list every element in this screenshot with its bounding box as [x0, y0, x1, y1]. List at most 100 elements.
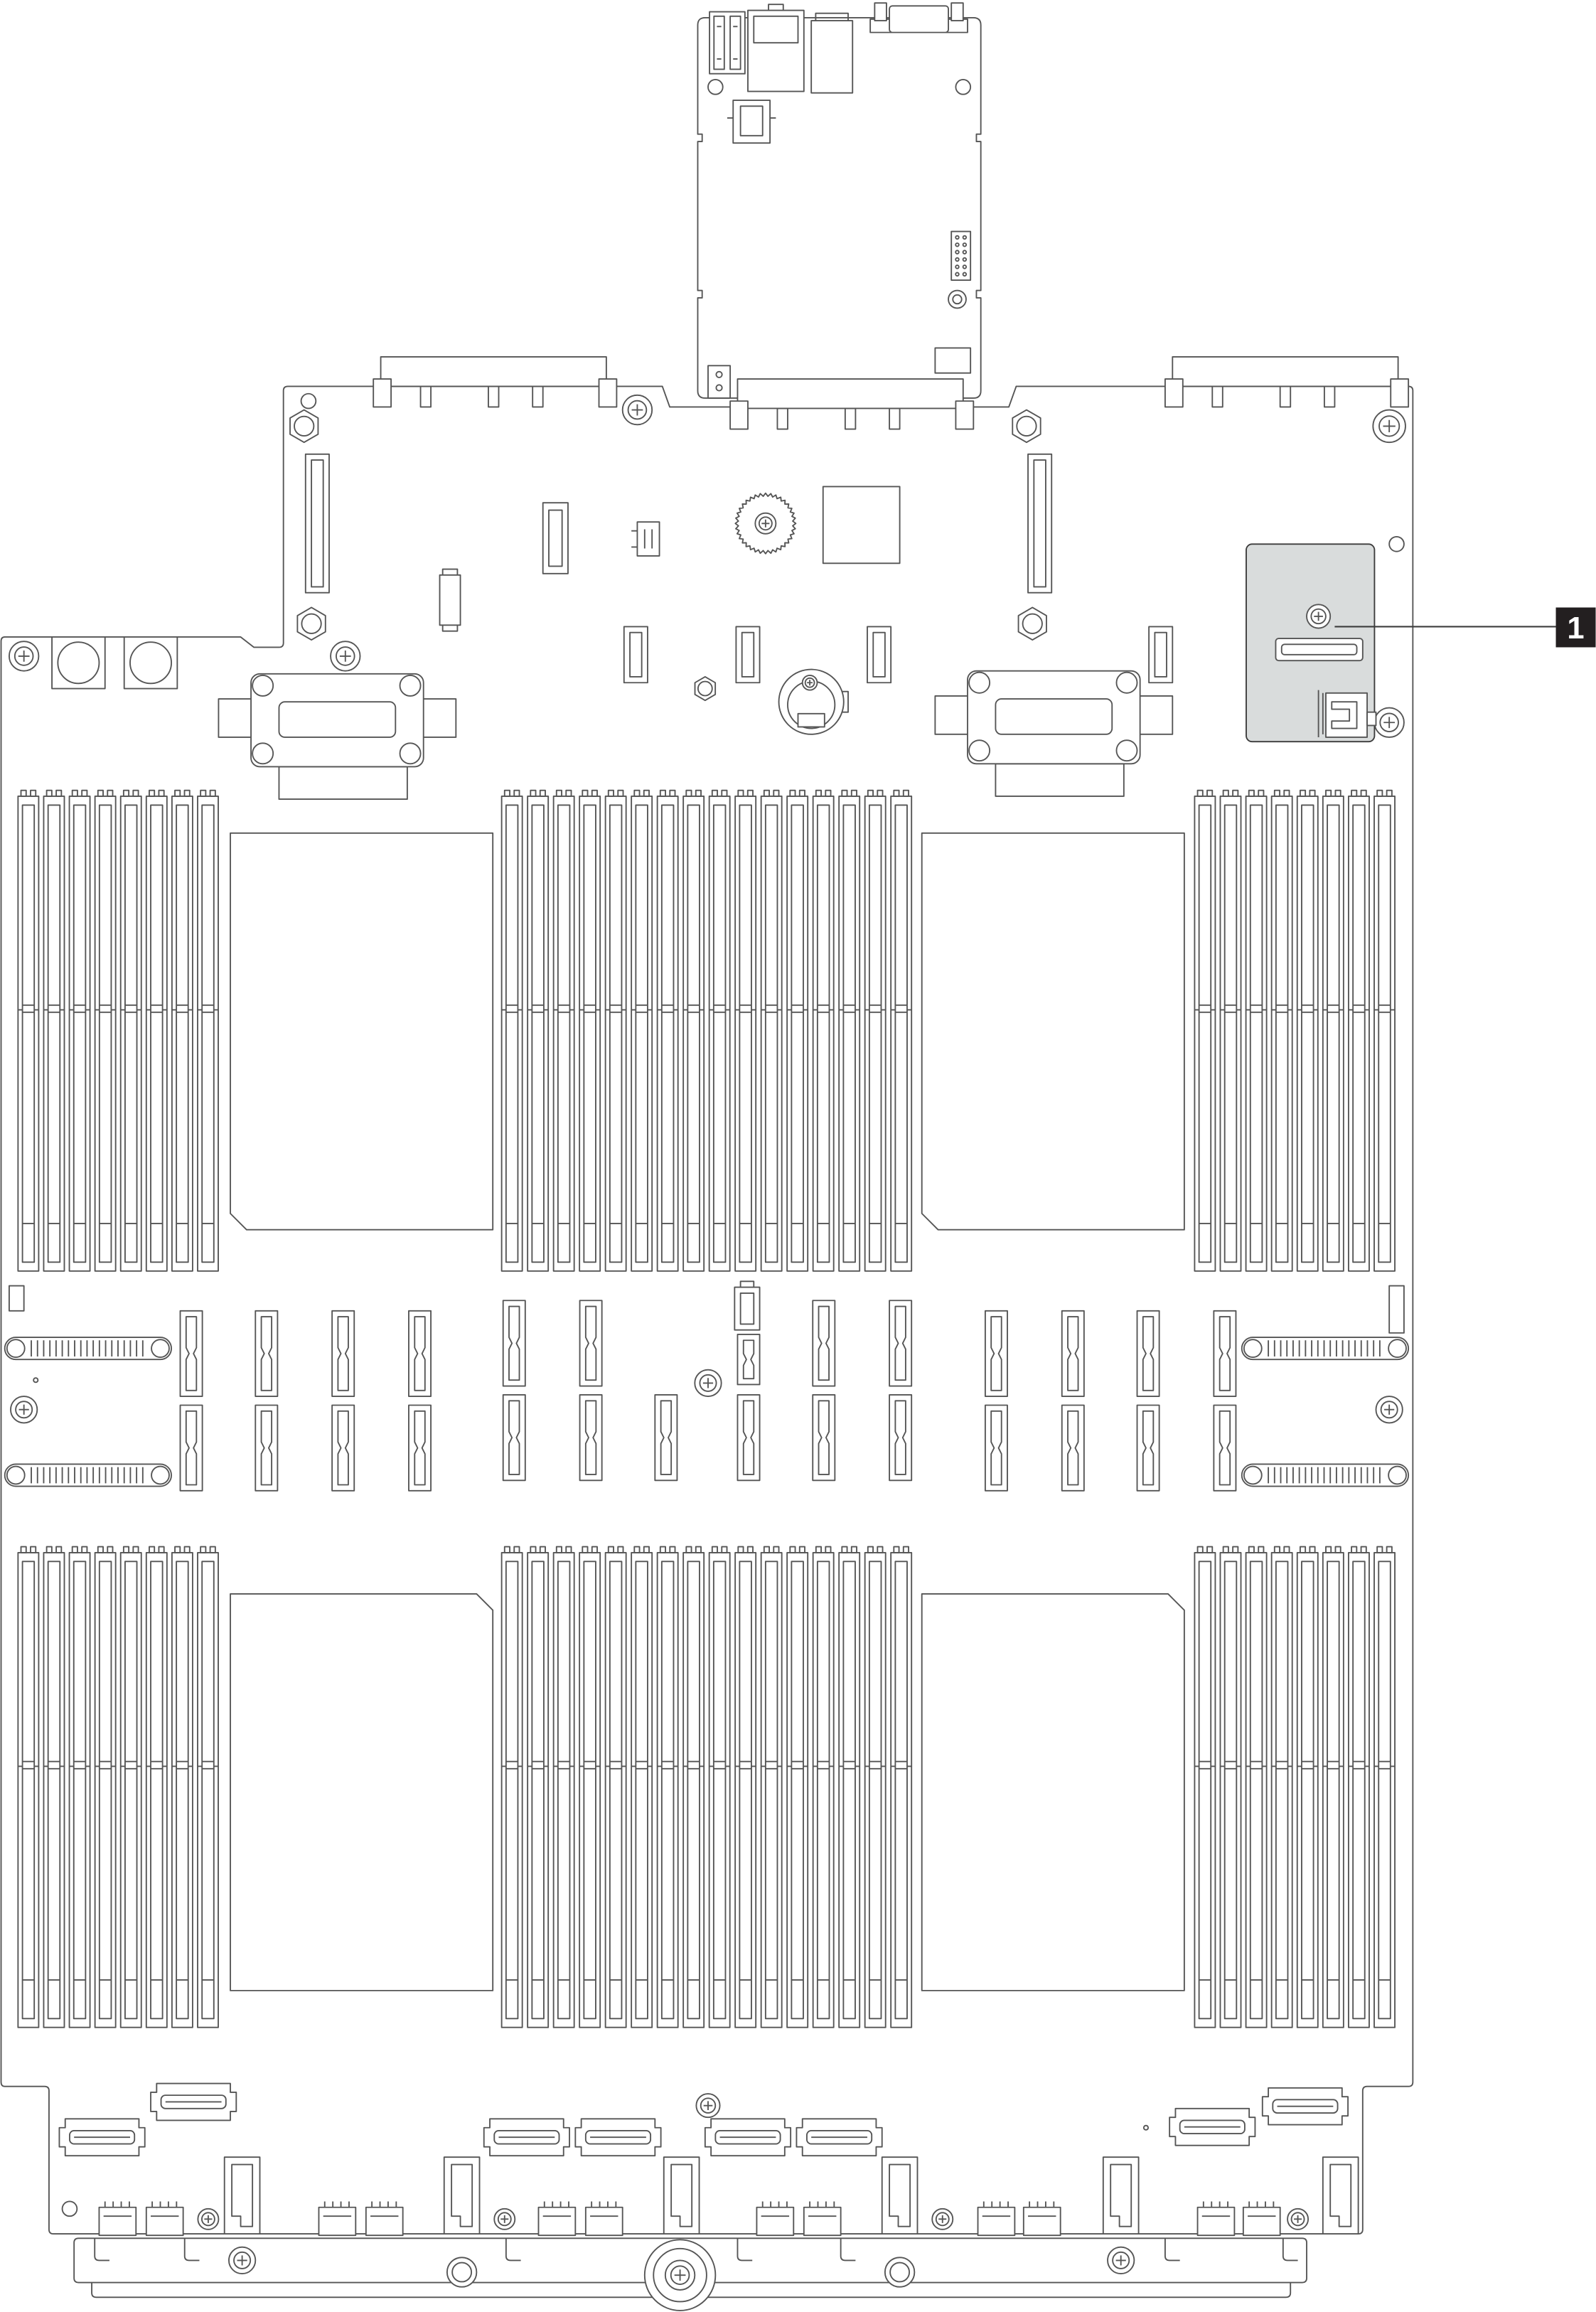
dimm-latch [107, 1546, 114, 1553]
dimm-notch [631, 1765, 653, 1981]
screw [1287, 2207, 1310, 2230]
riser-connector-tooth [532, 385, 544, 408]
dimm-slot [760, 1546, 783, 2028]
dimm-notch [735, 1765, 756, 1981]
dimm-slot-channel [894, 804, 908, 1263]
dimm-key [661, 1760, 674, 1770]
connector-slot [894, 1400, 906, 1475]
pcie-connector [889, 1394, 913, 1482]
dimm-slot [552, 1546, 575, 2028]
dimm-notch [501, 1765, 523, 1981]
dimm-slot [197, 789, 219, 1272]
dimm-key [869, 1004, 882, 1013]
dimm-latch [539, 1546, 546, 1553]
dimm-latch [633, 1546, 641, 1553]
bracket-hole [446, 2257, 478, 2288]
dimm-slot-channel [1249, 1561, 1263, 2020]
dimm-key [1327, 1004, 1339, 1013]
dimm-notch [683, 1009, 705, 1224]
cmos-battery-holder [778, 668, 845, 735]
fan-connector-body [1196, 2206, 1236, 2237]
dimm-slot-body [708, 1551, 731, 2028]
dimm-key [99, 1004, 112, 1013]
dimm-key [765, 1760, 778, 1770]
dimm-latch [695, 1546, 702, 1553]
connector-slot [660, 1400, 673, 1475]
dimm-latch [721, 1546, 728, 1553]
highlighted-component-connector-rail [1317, 690, 1324, 737]
fan-connector-pins [543, 2201, 569, 2209]
processor-bracket-window [995, 698, 1113, 735]
dimm-slot-channel [1352, 804, 1366, 1263]
dimm-latch [617, 789, 624, 797]
dimm-slot [734, 789, 757, 1272]
header-pin [962, 250, 968, 255]
dimm-notch [579, 1765, 601, 1981]
connector-slot [742, 1339, 755, 1380]
dimm-slot-channel [47, 1561, 61, 2020]
fan-connector [584, 2201, 623, 2237]
ribbed-connector-end [151, 1339, 170, 1359]
mcio-connector-body [1148, 626, 1174, 684]
connector-body [1136, 1310, 1160, 1397]
dimm-slot-channel [739, 1561, 752, 2020]
dimm-latch [643, 1546, 650, 1553]
standoff [1017, 606, 1047, 641]
dimm-slot-body [171, 1551, 193, 2028]
riser-connector-tooth [1211, 385, 1223, 408]
dimm-slot-channel [505, 804, 519, 1263]
dimm-slot-channel [739, 804, 752, 1263]
dimm-slot [656, 1546, 679, 2028]
dimm-latch [798, 1546, 805, 1553]
riser-slot-channel [311, 459, 324, 588]
dimm-key [1378, 1004, 1391, 1013]
dimm-slot [145, 789, 168, 1272]
dimm-notch [1194, 1009, 1216, 1224]
cable-connector [1169, 2107, 1256, 2146]
usb-port-tongue [717, 26, 738, 60]
power-connector-socket [670, 2163, 693, 2227]
dimm-notch [18, 1009, 39, 1224]
screw [621, 394, 653, 426]
dimm-key [895, 1760, 907, 1770]
fan-connector-pins [1029, 2201, 1055, 2209]
chip-package [822, 486, 901, 564]
bracket-hook [183, 2238, 200, 2262]
dimm-slot [604, 789, 627, 1272]
dimm-slot-body [1219, 1551, 1242, 2028]
dimm-notch [1297, 1009, 1318, 1224]
dimm-notch [43, 1765, 65, 1981]
dimm-slot-body [94, 796, 117, 1272]
pcie-connector [331, 1404, 355, 1492]
dimm-latch [711, 789, 718, 797]
fan-connector [1022, 2201, 1061, 2237]
dimm-key [22, 1004, 35, 1013]
dimm-key [1275, 1004, 1288, 1013]
screw-cross [500, 2215, 509, 2223]
dimm-latch [200, 1546, 207, 1553]
highlighted-component [1246, 543, 1377, 743]
cable-connector [1261, 2087, 1349, 2126]
pin-connector [631, 521, 660, 557]
ribbed-connector [4, 1463, 172, 1487]
dimm-slot [708, 789, 731, 1272]
dimm-slot-channel [660, 1561, 675, 2020]
dimm-slot [1245, 789, 1268, 1272]
dimm-slot [171, 789, 193, 1272]
pin-connector-leads [631, 530, 638, 548]
dimm-slot-channel [1223, 804, 1238, 1263]
dimm-latch [737, 789, 744, 797]
dimm-slot-channel [583, 1561, 596, 2020]
usb-port-housing [709, 11, 746, 75]
dimm-latch [1206, 1546, 1214, 1553]
side-connector-tabs [441, 568, 459, 632]
dimm-latch [1351, 789, 1358, 797]
dimm-key [584, 1004, 596, 1013]
dimm-latch [582, 1546, 589, 1553]
dimm-latch [30, 1546, 37, 1553]
dimm-slot [864, 789, 887, 1272]
dimm-slot-channel [1249, 804, 1263, 1263]
dimm-slot-body [890, 1551, 913, 2028]
connector-slot [990, 1410, 1002, 1486]
dimm-notch [735, 1009, 756, 1224]
